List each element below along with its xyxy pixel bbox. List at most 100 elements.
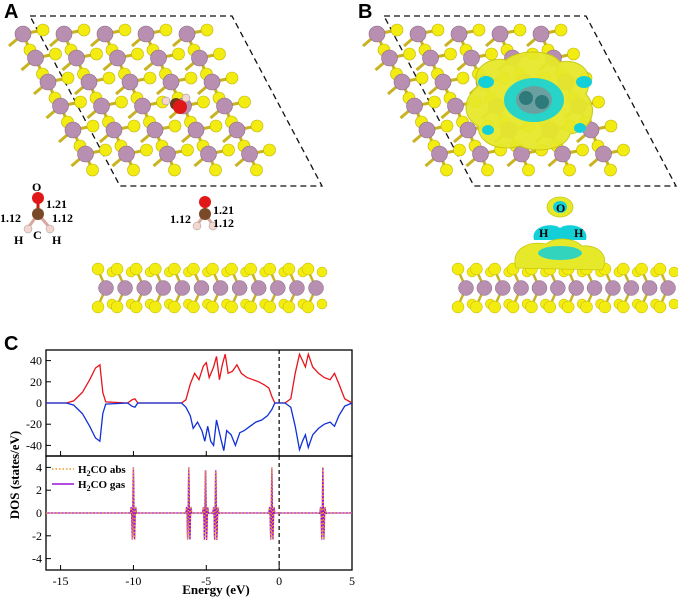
s-atom	[604, 119, 618, 133]
c-atom	[199, 208, 211, 220]
s-atom	[451, 300, 465, 314]
panel-a-top-view	[8, 15, 324, 187]
s-atom	[563, 163, 576, 177]
metal-atom	[434, 73, 452, 91]
s-atom	[168, 262, 181, 276]
h-atom	[23, 224, 33, 234]
y-tick-label: 20	[30, 375, 42, 389]
metal-atom	[216, 97, 233, 115]
s-atom	[91, 300, 105, 314]
metal-atom	[159, 145, 176, 163]
s-atom	[513, 23, 527, 37]
s-atom	[653, 262, 667, 276]
s-atom	[250, 119, 264, 133]
legend-label: H2CO gas	[78, 479, 126, 493]
y-tick-label: -4	[32, 552, 42, 566]
s-atom	[222, 143, 235, 157]
s-atom	[301, 300, 315, 314]
metal-atom	[98, 280, 114, 296]
metal-atom	[422, 49, 439, 67]
h-atom	[181, 93, 191, 103]
s-atom	[149, 300, 162, 314]
s-atom	[428, 95, 441, 109]
metal-atom	[203, 73, 221, 91]
metal-atom	[191, 49, 208, 67]
metal-atom	[241, 145, 258, 163]
charge-density-cloud-side: O H H	[514, 196, 606, 271]
s-atom	[91, 262, 105, 276]
s-atom	[263, 143, 276, 157]
label-bond-ch-right-ads: 1.12	[213, 216, 234, 230]
s-atom	[168, 119, 182, 133]
x-tick-label: -5	[201, 574, 211, 588]
metal-atom	[134, 97, 151, 115]
s-atom	[206, 300, 219, 314]
s-atom	[282, 262, 296, 276]
cdd-label-h-left: H	[539, 226, 549, 240]
s-atom	[453, 143, 466, 157]
s-atom	[250, 163, 263, 177]
panel-letter-c: C	[4, 333, 18, 355]
metal-atom	[381, 49, 398, 67]
metal-atom	[513, 280, 529, 296]
y-tick-label: 0	[36, 506, 42, 520]
s-atom	[181, 143, 194, 157]
s-atom	[172, 47, 185, 61]
metal-atom	[146, 121, 164, 139]
h2co-abs-line	[46, 467, 352, 540]
s-atom	[488, 262, 501, 276]
metal-atom	[174, 280, 191, 296]
s-atom	[115, 95, 128, 109]
label-bond-co: 1.21	[46, 197, 67, 211]
y-tick-label: 2	[36, 483, 42, 497]
metal-atom	[586, 280, 603, 296]
s-atom	[225, 300, 238, 314]
label-bond-ch-right: 1.12	[52, 211, 73, 225]
metal-atom	[554, 145, 571, 163]
metal-atom	[595, 145, 612, 163]
s-atom	[127, 163, 140, 177]
panel-b-side-view	[451, 262, 678, 314]
free-h2co-molecule: O 1.21 1.12 1.12 H C H	[0, 180, 73, 247]
s-atom	[209, 163, 222, 177]
metal-atom	[463, 49, 480, 67]
s-atom	[580, 300, 593, 314]
metal-atom	[472, 145, 489, 163]
metal-atom	[623, 280, 640, 296]
s-atom	[431, 23, 445, 37]
s-atom	[444, 47, 457, 61]
metal-atom	[458, 280, 474, 296]
s-atom	[576, 143, 589, 157]
panel-letter-a: A	[4, 1, 18, 23]
label-c: C	[33, 228, 42, 242]
s-atom	[440, 119, 454, 133]
s-atom	[36, 23, 50, 37]
metal-atom	[418, 121, 436, 139]
metal-atom	[155, 280, 172, 296]
y-axis-label: DOS (states/eV)	[7, 431, 22, 519]
metal-atom	[105, 121, 123, 139]
s-atom	[238, 95, 251, 109]
s-atom	[168, 300, 181, 314]
s-atom	[197, 95, 210, 109]
metal-atom	[450, 25, 468, 43]
s-atom	[488, 300, 501, 314]
s-atom	[200, 23, 214, 37]
s-atom	[301, 262, 315, 276]
s-atom	[263, 262, 277, 276]
metal-atom	[228, 121, 246, 139]
s-atom	[263, 300, 277, 314]
metal-atom	[117, 280, 133, 296]
s-atom	[668, 266, 678, 278]
s-atom	[118, 23, 132, 37]
metal-atom	[121, 73, 139, 91]
s-atom	[415, 71, 429, 85]
adsorbed-h2co-geometry: 1.21 1.12 1.12	[170, 196, 234, 231]
metal-atom	[231, 280, 248, 296]
metal-atom	[14, 25, 32, 43]
x-axis-label: Energy (eV)	[182, 582, 250, 597]
metal-atom	[270, 280, 286, 296]
metal-atom	[64, 121, 82, 139]
y-tick-label: 0	[36, 396, 42, 410]
